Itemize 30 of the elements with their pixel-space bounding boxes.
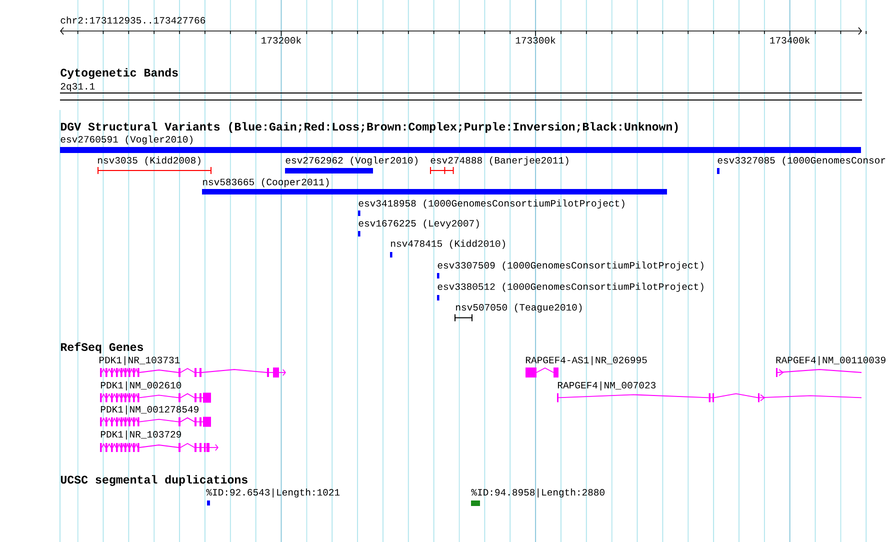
gene-label: PDK1|NM_001278549 xyxy=(100,405,198,415)
gene-label: PDK1|NR_103729 xyxy=(100,430,181,440)
variant-label: esv2760591 (Vogler2010) xyxy=(60,135,192,145)
track-heading: RefSeq Genes xyxy=(61,342,144,354)
gene-label: PDK1|NR_103731 xyxy=(99,356,180,366)
gene-label: RAPGEF4-AS1|NR_026995 xyxy=(526,356,647,366)
variant-label: esv3418958 (1000GenomesConsortiumPilotProject) xyxy=(358,199,624,209)
variant-label: esv3380512 (1000GenomesConsortiumPilotProject) xyxy=(438,282,704,292)
duplication-label: %ID:92.6543|Length:1021 xyxy=(206,488,340,498)
variant-label: esv3327085 (1000GenomesConsor xyxy=(718,156,886,166)
variant-label: esv274888 (Banerjee2011) xyxy=(430,156,568,166)
variant-label: esv2762962 (Vogler2010) xyxy=(286,156,418,166)
gene-label: RAPGEF4|NM_007023 xyxy=(558,381,656,390)
coordinate-label: chr2:173112935..173427766 xyxy=(60,16,206,24)
track-heading: UCSC segmental duplications xyxy=(60,475,248,486)
track-heading: DGV Structural Variants (Blue:Gain;Red:Loss;Brown:Complex;Purple:Inversion;Black:Unknown) xyxy=(60,122,678,133)
variant-label: nsv478415 (Kidd2010) xyxy=(391,240,505,249)
variant-label: nsv507050 (Teague2010) xyxy=(456,303,582,313)
tick-label: 173300k xyxy=(516,36,556,44)
tick-label: 173400k xyxy=(770,36,810,44)
variant-label: nsv583665 (Cooper2011) xyxy=(203,178,329,188)
variant-label: nsv3035 (Kidd2008) xyxy=(98,156,200,166)
tick-label: 173200k xyxy=(262,36,302,44)
band-label: 2q31.1 xyxy=(60,83,95,92)
duplication-label: %ID:94.8958|Length:2880 xyxy=(471,488,604,498)
track-heading: Cytogenetic Bands xyxy=(60,68,178,79)
gene-label: RAPGEF4|NM_00110039 xyxy=(776,356,886,366)
gene-label: PDK1|NM_002610 xyxy=(100,381,182,390)
variant-label: esv1676225 (Levy2007) xyxy=(358,219,479,229)
variant-label: esv3307509 (1000GenomesConsortiumPilotProject) xyxy=(438,261,704,271)
